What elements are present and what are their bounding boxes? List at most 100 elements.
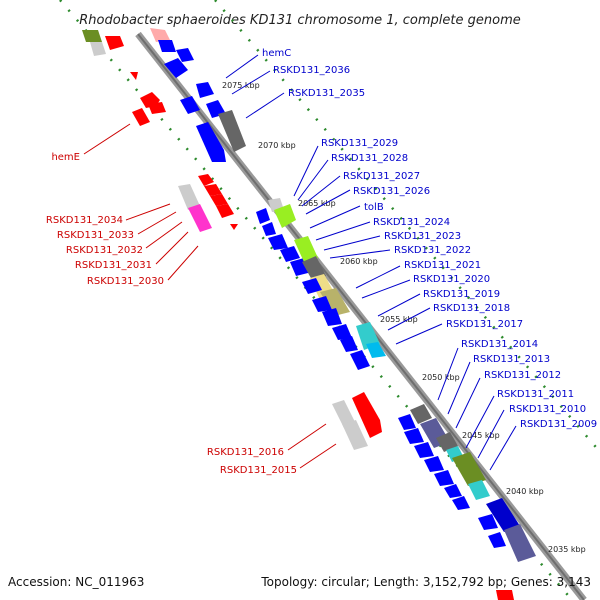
gene-arrow — [340, 336, 358, 352]
gene-label: RSKD131_2009 — [520, 419, 597, 430]
gene-label: RSKD131_2015 — [220, 465, 297, 476]
gene-arrow — [148, 102, 166, 114]
gene-arrow — [488, 532, 506, 548]
scale-tick-label: 2060 kbp — [340, 257, 378, 266]
gene-block — [436, 432, 458, 452]
gene-label: RSKD131_2020 — [413, 274, 490, 285]
gene-label: RSKD131_2017 — [446, 319, 523, 330]
gene-arrow — [176, 48, 194, 62]
scale-tick-label: 2070 kbp — [258, 141, 296, 150]
reverse-gene-labels: hemC RSKD131_2036 RSKD131_2035 RSKD131_2… — [225, 48, 597, 471]
gene-label: RSKD131_2021 — [404, 260, 481, 271]
gene-label: RSKD131_2036 — [273, 65, 350, 76]
gene-arrow — [452, 496, 470, 510]
gene-arrow — [180, 96, 200, 114]
gene-block — [342, 420, 368, 450]
gene-arrow — [210, 194, 228, 206]
gene-label: hemC — [262, 48, 291, 59]
gene-label: RSKD131_2028 — [331, 153, 408, 164]
gene-block — [178, 184, 200, 210]
gene-arrow — [198, 174, 214, 186]
gene-arrow — [424, 456, 444, 472]
gene-arrow — [280, 246, 300, 262]
gene-label: RSKD131_2035 — [288, 88, 365, 99]
gene-label: RSKD131_2030 — [87, 276, 164, 287]
gene-block — [294, 236, 318, 262]
gene-label: RSKD131_2016 — [207, 447, 284, 458]
accession-text: Accession: NC_011963 — [8, 575, 144, 589]
gene-label: hemE — [51, 152, 80, 163]
gene-label: RSKD131_2013 — [473, 354, 550, 365]
inner-dotted-track — [214, 0, 600, 453]
gene-label: RSKD131_2022 — [394, 245, 471, 256]
gene-arrow — [404, 428, 424, 444]
gene-arrow — [230, 224, 238, 230]
gene-arrow — [398, 414, 416, 430]
scale-ticks: 2075 kbp 2070 kbp 2065 kbp 2060 kbp 2055… — [222, 81, 586, 554]
gene-label: RSKD131_2011 — [497, 389, 574, 400]
gene-arrow — [216, 204, 234, 218]
gene-block — [82, 30, 102, 42]
gene-block — [486, 498, 520, 532]
scale-tick-label: 2055 kbp — [380, 315, 418, 324]
gene-label: RSKD131_2026 — [353, 186, 430, 197]
gene-block — [452, 452, 486, 486]
gene-arrow — [196, 82, 214, 98]
scale-tick-label: 2045 kbp — [462, 431, 500, 440]
gene-arrow — [350, 350, 370, 370]
gene-block — [468, 480, 490, 500]
gene-label: RSKD131_2018 — [433, 303, 510, 314]
topology-text: Topology: circular; Length: 3,152,792 bp… — [260, 575, 591, 589]
gene-label: RSKD131_2010 — [509, 404, 586, 415]
gene-block — [218, 110, 246, 152]
gene-label: RSKD131_2023 — [384, 231, 461, 242]
gene-arrow — [332, 324, 352, 340]
gene-label: RSKD131_2029 — [321, 138, 398, 149]
scale-tick-label: 2075 kbp — [222, 81, 260, 90]
gene-block — [150, 28, 170, 42]
gene-arrow — [496, 590, 514, 600]
gene-label: RSKD131_2024 — [373, 217, 450, 228]
gene-arrow — [132, 108, 150, 126]
gene-arrow — [204, 184, 222, 196]
gene-block — [320, 288, 350, 316]
gene-label: RSKD131_2027 — [343, 171, 420, 182]
gene-arrow — [414, 442, 434, 458]
gene-label: RSKD131_2012 — [484, 370, 561, 381]
forward-gene-labels: hemE RSKD131_2034 RSKD131_2033 RSKD131_2… — [46, 123, 337, 476]
chromosome-backbone-core — [137, 33, 585, 600]
gene-arrow — [352, 392, 382, 438]
gene-label: RSKD131_2033 — [57, 230, 134, 241]
gene-arrow — [158, 40, 176, 52]
gene-block — [302, 256, 326, 280]
gene-label: RSKD131_2031 — [75, 260, 152, 271]
gene-arrow — [302, 278, 322, 294]
gene-label: RSKD131_2032 — [66, 245, 143, 256]
gene-arrow — [130, 72, 138, 80]
gene-arrow — [444, 484, 462, 498]
gene-block — [188, 204, 212, 232]
scale-tick-label: 2050 kbp — [422, 373, 460, 382]
gene-label: RSKD131_2019 — [423, 289, 500, 300]
gene-arrow — [256, 208, 270, 224]
gene-label: RSKD131_2034 — [46, 215, 123, 226]
gene-arrow — [196, 122, 226, 162]
gene-block — [410, 404, 432, 424]
gene-arrow — [262, 222, 276, 236]
gene-arrow — [478, 514, 498, 530]
gene-arrow — [164, 58, 188, 78]
gene-arrow — [434, 470, 454, 486]
gene-block — [90, 42, 106, 56]
reverse-genes — [158, 40, 536, 562]
gene-label: tolB — [364, 202, 384, 213]
gene-arrow — [322, 308, 342, 326]
gene-block — [274, 204, 296, 228]
gene-block — [504, 524, 536, 562]
gene-label: RSKD131_2014 — [461, 339, 538, 350]
scale-tick-label: 2040 kbp — [506, 487, 544, 496]
gene-arrow — [268, 234, 288, 250]
map-title: Rhodobacter sphaeroides KD131 chromosome… — [79, 13, 520, 28]
gene-block — [332, 400, 356, 428]
